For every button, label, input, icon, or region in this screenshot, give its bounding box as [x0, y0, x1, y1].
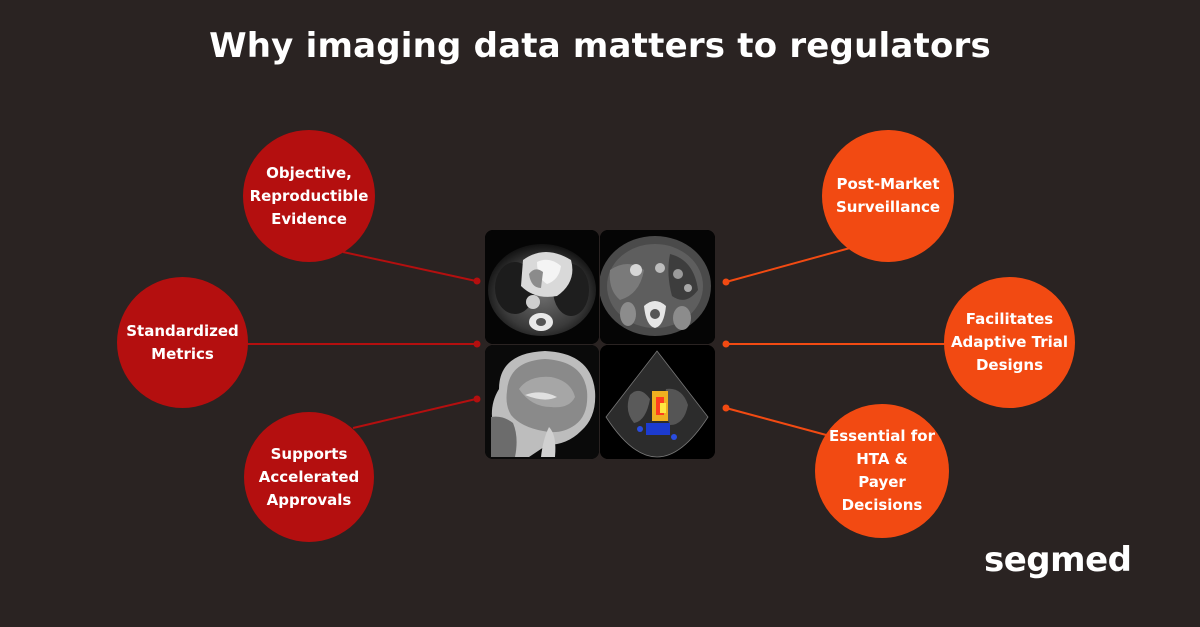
- bubble-label: Post-Market Surveillance: [835, 175, 941, 216]
- left-connectors: [246, 251, 481, 429]
- connector-dot: [722, 278, 730, 286]
- echocardiogram-doppler-image: [600, 345, 715, 459]
- bubble-post-market-surveillance: Post-Market Surveillance: [822, 130, 954, 262]
- right-connectors: [722, 247, 946, 437]
- bubble-label: Supports Accelerated Approvals: [258, 444, 360, 509]
- connector-line: [725, 407, 831, 437]
- bubble-label: Standardized Metrics: [126, 321, 239, 363]
- bubble-label: Facilitates Adaptive Trial Designs: [950, 310, 1069, 374]
- bubble-label: Essential for HTA & Payer Decisions: [829, 427, 935, 514]
- connector-dot: [473, 395, 481, 403]
- bubble-label: Objective, Reproductible Evidence: [249, 163, 369, 228]
- bubble-standardized-metrics: Standardized Metrics: [117, 277, 248, 408]
- bubble-accelerated-approvals: Supports Accelerated Approvals: [244, 412, 374, 542]
- abdominal-ct-image: [600, 230, 715, 344]
- connector-dot: [722, 340, 730, 348]
- connector-line: [342, 251, 477, 282]
- connector-dot: [473, 340, 481, 348]
- connector-dot: [473, 277, 481, 285]
- bubble-hta-payer-decisions: Essential for HTA & Payer Decisions: [815, 404, 949, 538]
- bubble-adaptive-trial-designs: Facilitates Adaptive Trial Designs: [944, 277, 1075, 408]
- page-title: Why imaging data matters to regulators: [209, 26, 991, 66]
- connector-line: [352, 398, 477, 429]
- connector-dot: [722, 404, 730, 412]
- connector-line: [725, 247, 851, 283]
- brain-mri-image: [485, 345, 599, 459]
- cardiac-ct-image: [485, 230, 599, 344]
- bubble-objective-evidence: Objective, Reproductible Evidence: [243, 130, 375, 262]
- segmed-logo: segmed: [984, 540, 1132, 580]
